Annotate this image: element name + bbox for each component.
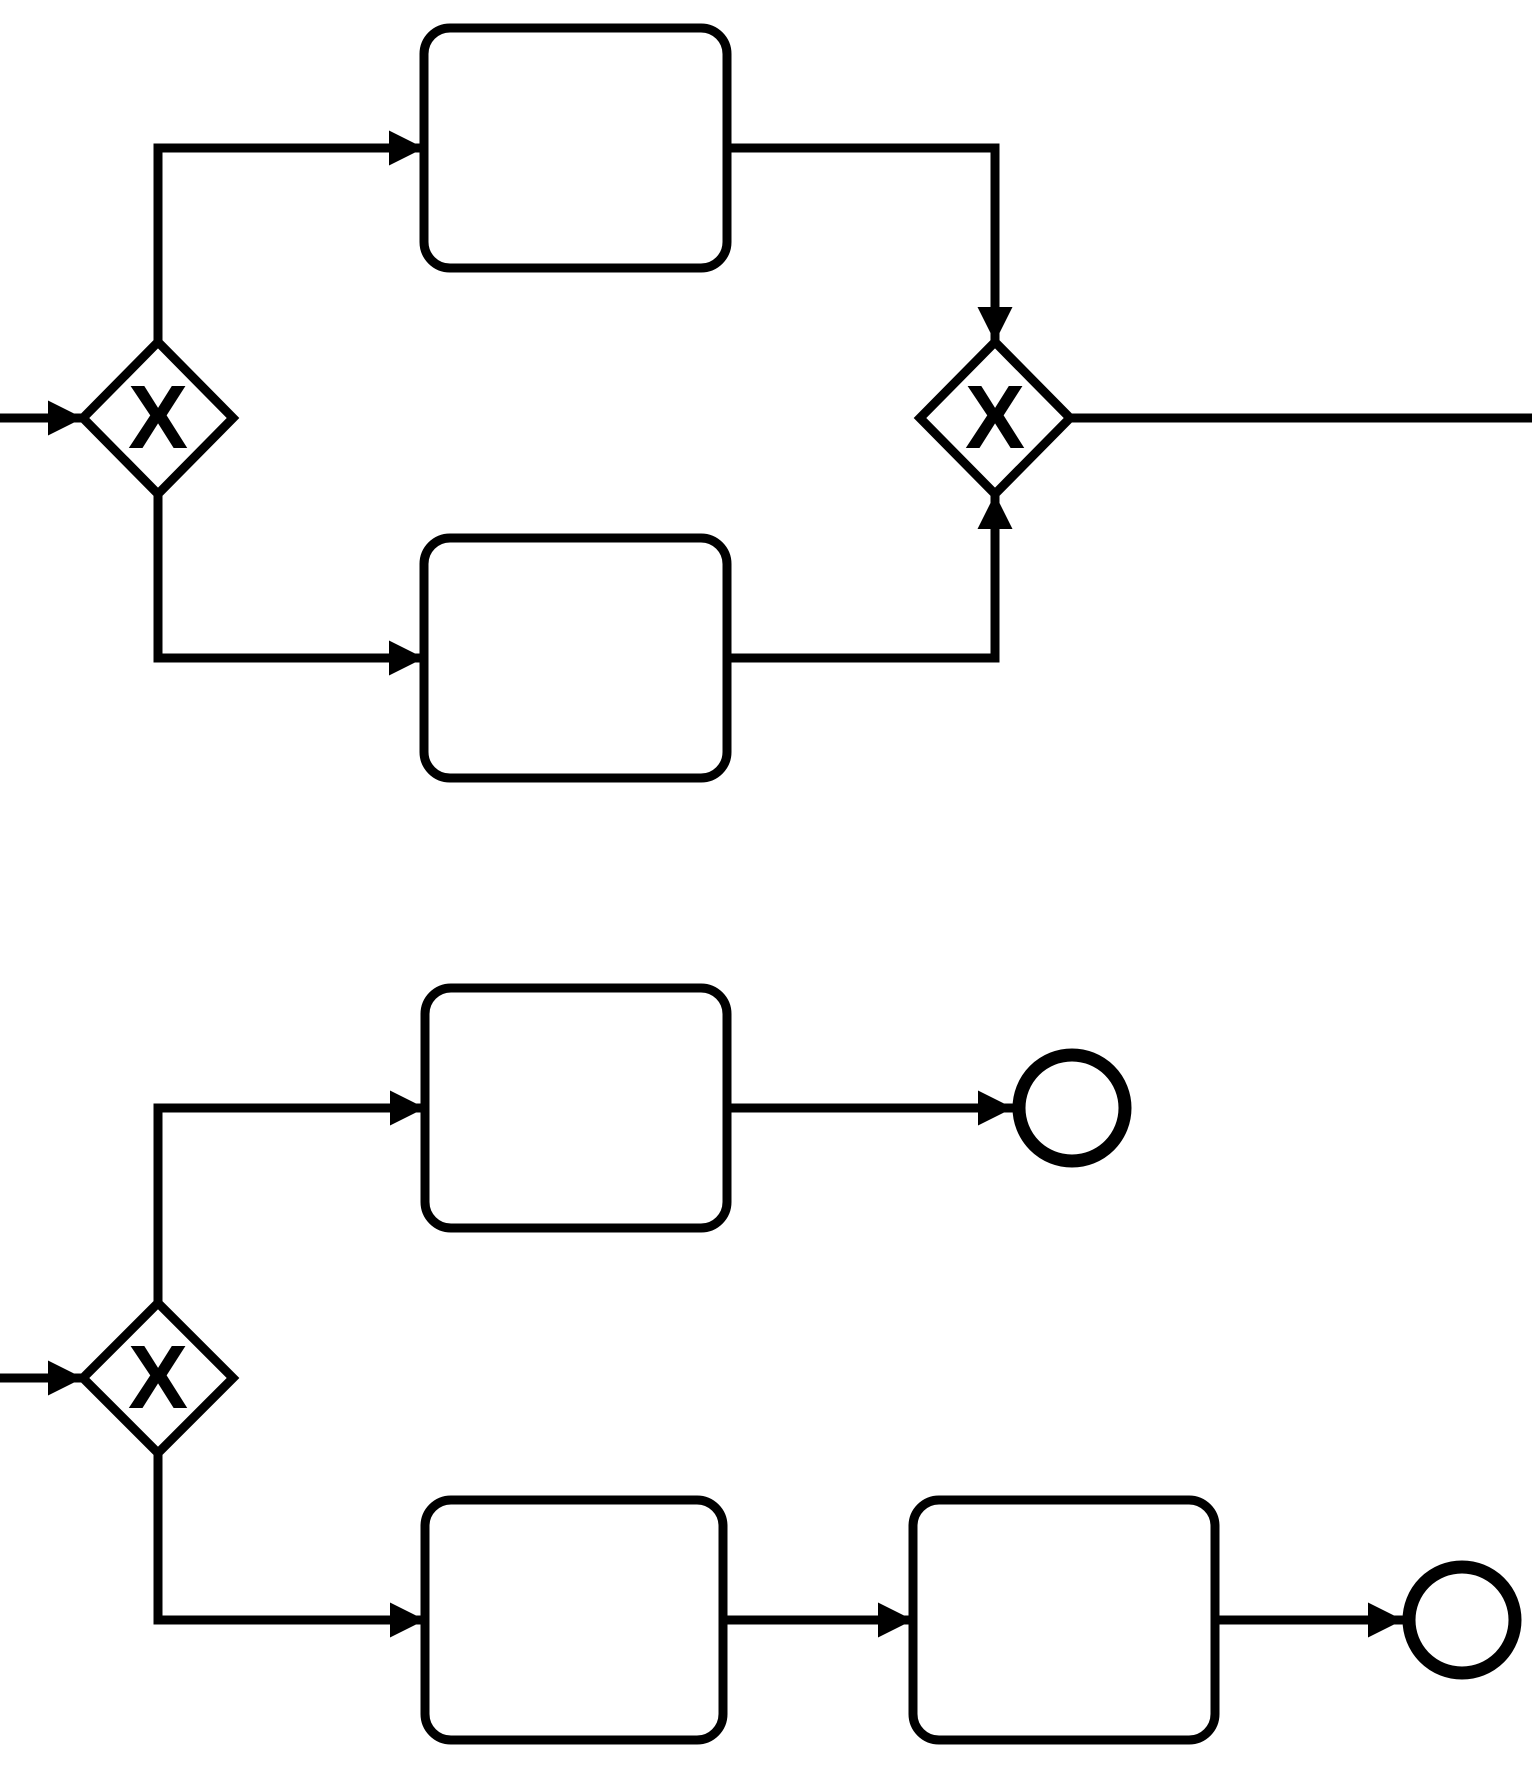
gateway-x-marker: X: [128, 1328, 188, 1428]
end-event-1: [1012, 1048, 1132, 1168]
sequence-flow-split1-to-task1: [153, 130, 424, 342]
exclusive-gateway-join-1: [913, 335, 1077, 501]
task-5: [908, 1495, 1220, 1745]
exclusive-gateway-split-1: [76, 335, 240, 501]
task-4: [420, 1495, 728, 1745]
process-fragment-bottom: X: [0, 983, 1522, 1745]
sequence-flow-task1-to-join1: [727, 143, 1013, 342]
process-fragment-top: X X: [0, 23, 1532, 783]
sequence-flow-split1-to-task2: [153, 494, 424, 676]
task-2-bottom: [419, 533, 732, 783]
sequence-flow-split2-to-task4: [153, 1453, 425, 1638]
gateway-x-marker: X: [965, 368, 1025, 468]
task-1-top: [419, 23, 732, 273]
task-3: [420, 983, 732, 1233]
end-event-2: [1402, 1560, 1522, 1680]
exclusive-gateway-split-2: [76, 1296, 240, 1460]
sequence-flow-task2-to-join1: [727, 494, 1013, 663]
gateway-x-marker: X: [128, 368, 188, 468]
sequence-flow-split2-to-task3: [153, 1090, 425, 1303]
